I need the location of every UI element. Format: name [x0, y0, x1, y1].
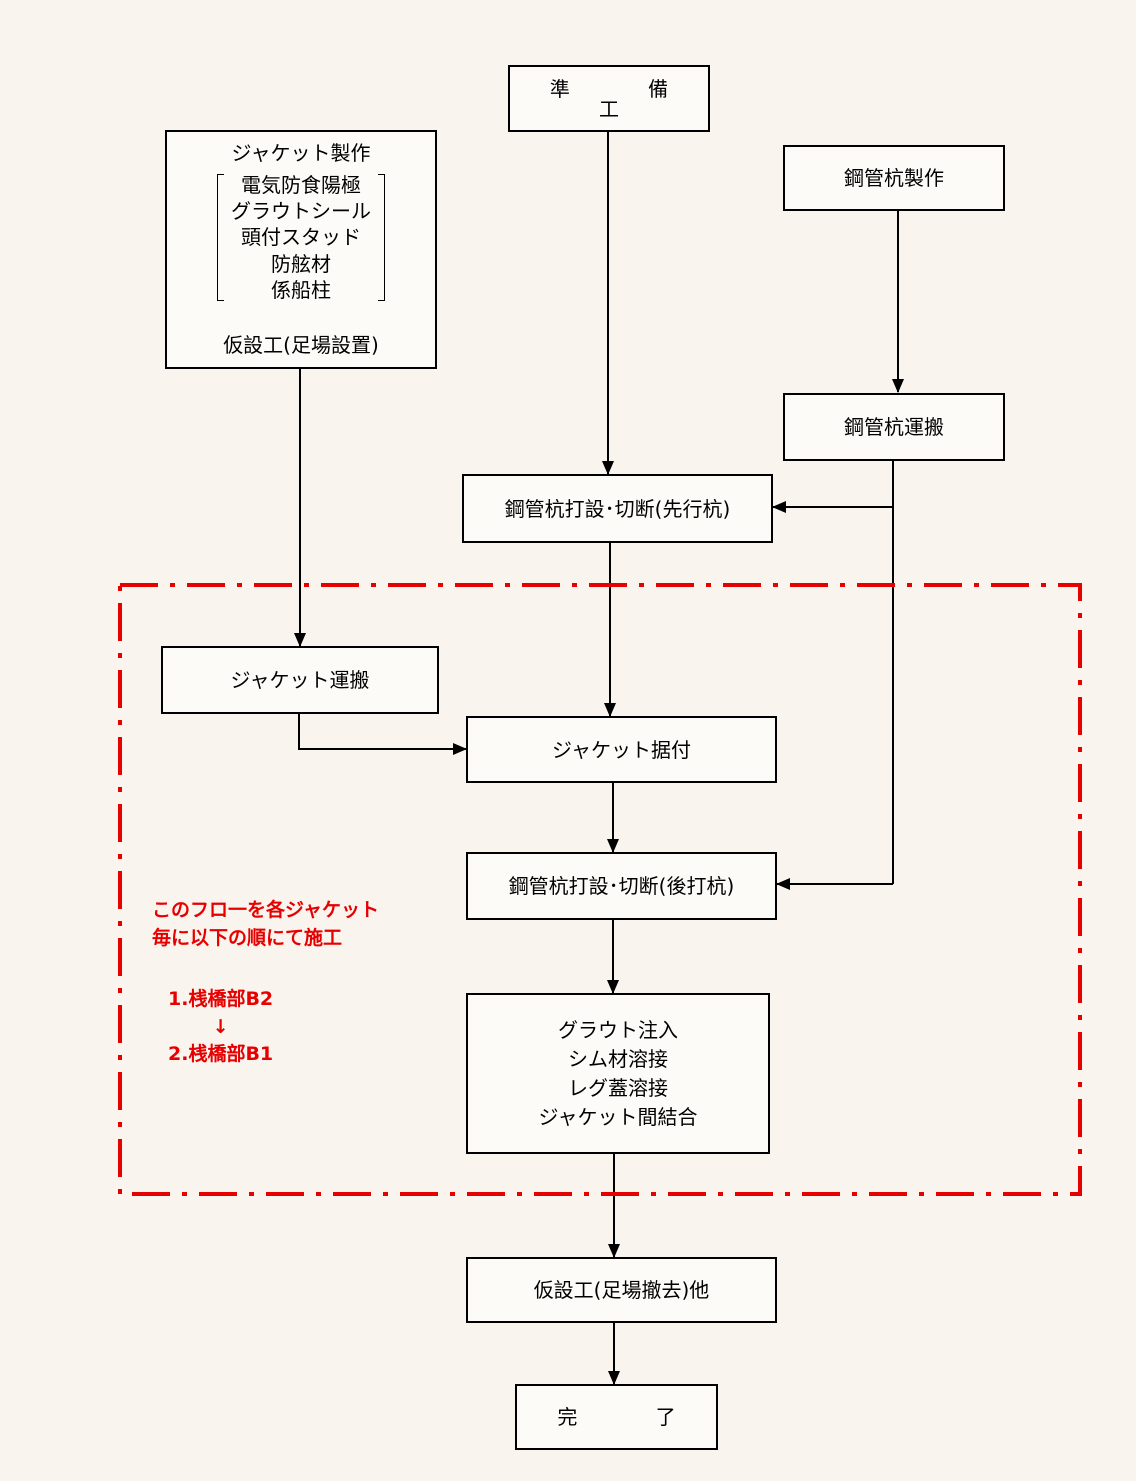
box-pile-driving-after: 鋼管杭打設･切断(後打杭)	[466, 852, 777, 920]
sequence-arrow-icon: ↓	[212, 1015, 229, 1038]
jacket-fabrication-item: グラウトシール	[231, 198, 371, 223]
box-jacket-fabrication: ジャケット製作 電気防食陽極 グラウトシール 頭付スタッド 防舷材 係船柱 仮設…	[165, 130, 437, 369]
box-pile-fabrication: 鋼管杭製作	[783, 145, 1005, 211]
sequence-note: 1.桟橋部B2 ↓ 2.桟橋部B1	[168, 986, 273, 1069]
sequence-step: 1.桟橋部B2	[168, 988, 274, 1010]
arrow-jacket-transport-to-install	[298, 713, 467, 755]
pile-fabrication-label: 鋼管杭製作	[844, 166, 944, 190]
jacket-fabrication-item: 電気防食陽極	[241, 172, 361, 197]
box-jacket-transport: ジャケット運搬	[161, 646, 439, 714]
pile-driving-first-label: 鋼管杭打設･切断(先行杭)	[504, 496, 731, 521]
box-pile-driving-first: 鋼管杭打設･切断(先行杭)	[462, 474, 773, 543]
pile-transport-label: 鋼管杭運搬	[844, 415, 944, 439]
repeat-region-border	[118, 583, 1082, 1196]
box-jacket-installation: ジャケット据付	[466, 716, 777, 783]
finishing-item: グラウト注入	[558, 1017, 678, 1042]
finishing-item: シム材溶接	[568, 1046, 668, 1071]
temporary-removal-label: 仮設工(足場撤去)他	[533, 1278, 710, 1302]
completion-label: 完 了	[557, 1405, 712, 1429]
jacket-fabrication-footer: 仮設工(足場設置)	[223, 333, 379, 358]
preparation-label: 準 備 工	[549, 76, 705, 121]
jacket-fabrication-item: 防舷材	[271, 251, 331, 276]
jacket-fabrication-title: ジャケット製作	[231, 140, 371, 165]
sequence-step: 2.桟橋部B1	[168, 1043, 274, 1066]
repeat-note: このフロ一を各ジャケット 毎に以下の順にて施工	[152, 897, 379, 952]
finishing-item: レグ蓋溶接	[568, 1075, 668, 1100]
box-pile-transport: 鋼管杭運搬	[783, 393, 1005, 461]
finishing-item: ジャケット間結合	[538, 1104, 698, 1129]
pile-driving-after-label: 鋼管杭打設･切断(後打杭)	[508, 874, 735, 898]
jacket-installation-label: ジャケット据付	[552, 737, 691, 762]
box-completion: 完 了	[515, 1384, 718, 1450]
jacket-fabrication-items: 電気防食陽極 グラウトシール 頭付スタッド 防舷材 係船柱	[217, 172, 385, 304]
box-preparation: 準 備 工	[508, 65, 710, 132]
jacket-fabrication-item: 係船柱	[271, 278, 331, 303]
repeat-note-line: 毎に以下の順にて施工	[152, 926, 343, 949]
jacket-fabrication-item: 頭付スタッド	[241, 225, 361, 250]
repeat-note-line: このフロ一を各ジャケット	[152, 899, 380, 921]
box-finishing: グラウト注入 シム材溶接 レグ蓋溶接 ジャケット間結合	[466, 993, 770, 1154]
box-temporary-removal: 仮設工(足場撤去)他	[466, 1257, 777, 1323]
jacket-transport-label: ジャケット運搬	[230, 668, 370, 692]
